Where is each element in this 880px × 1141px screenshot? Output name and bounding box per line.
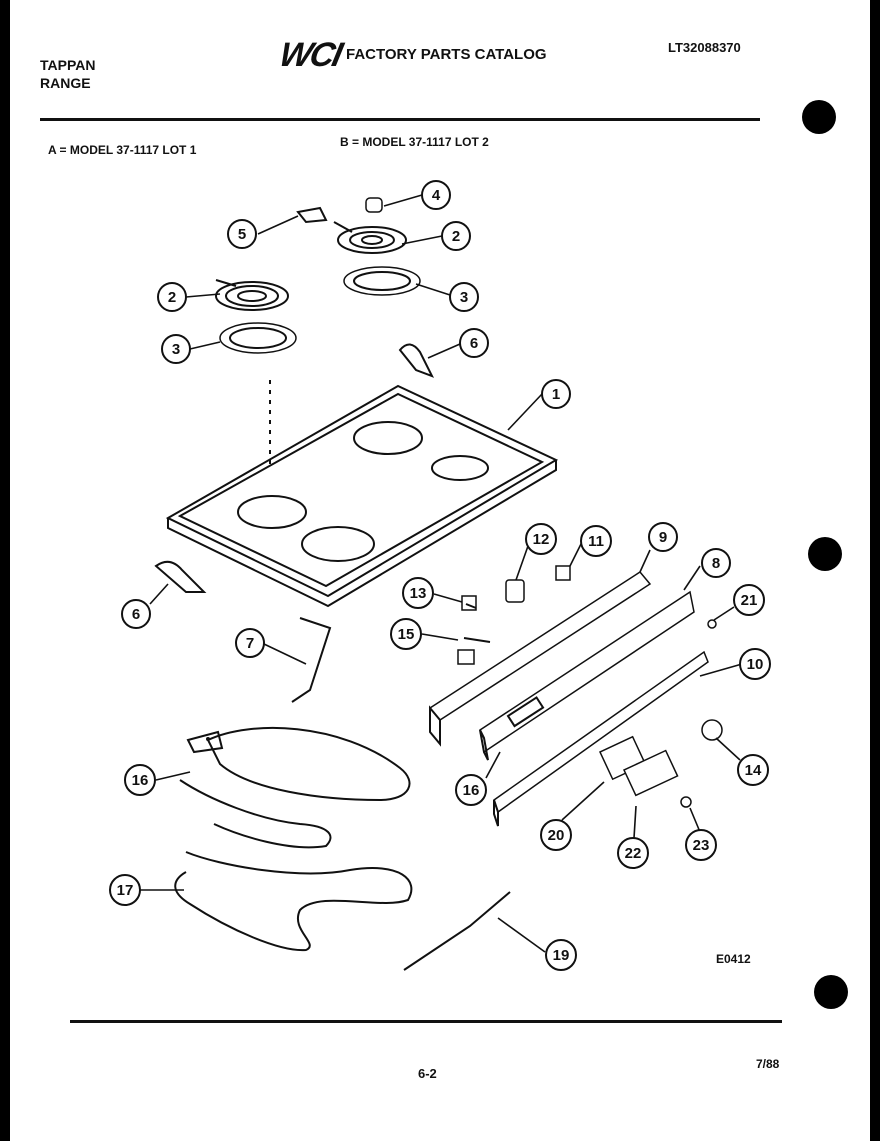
callout-20: 20	[540, 819, 572, 851]
callout-label: 3	[172, 341, 180, 358]
callout-2: 2	[441, 221, 471, 251]
callout-13: 13	[402, 577, 434, 609]
callout-6: 6	[459, 328, 489, 358]
callout-3: 3	[449, 282, 479, 312]
callout-label: 16	[463, 782, 480, 799]
callout-label: 5	[238, 226, 246, 243]
binder-hole-bottom	[814, 975, 848, 1009]
callout-23: 23	[685, 829, 717, 861]
binder-hole-middle	[808, 537, 842, 571]
brand-block: TAPPAN RANGE	[40, 56, 95, 92]
callout-label: 8	[712, 555, 720, 572]
callout-19: 19	[545, 939, 577, 971]
callout-11: 11	[580, 525, 612, 557]
callout-label: 16	[132, 772, 149, 789]
callout-label: 23	[693, 837, 710, 854]
callout-label: 10	[747, 656, 764, 673]
callout-18: 18	[206, 737, 210, 741]
diagram-code: E0412	[716, 952, 751, 966]
callout-label: 11	[588, 533, 604, 550]
callout-9: 9	[648, 522, 678, 552]
callout-label: 6	[470, 335, 478, 352]
callout-22: 22	[617, 837, 649, 869]
callout-label: 19	[553, 947, 570, 964]
callout-17: 17	[109, 874, 141, 906]
callout-label: 21	[741, 592, 758, 609]
callout-label: 1	[552, 386, 560, 403]
callout-4: 4	[421, 180, 451, 210]
leader-lines	[140, 194, 743, 953]
callout-12: 12	[525, 523, 557, 555]
callout-label: 14	[745, 762, 762, 779]
callout-label: 2	[452, 228, 460, 245]
callout-label: 6	[132, 606, 140, 623]
callout-21: 21	[733, 584, 765, 616]
callout-label: 15	[398, 626, 415, 643]
callout-5: 5	[227, 219, 257, 249]
callout-label: 17	[117, 882, 134, 899]
page-number: 6-2	[418, 1066, 437, 1081]
callout-label: 12	[533, 531, 550, 548]
callout-label: 18	[207, 738, 209, 740]
header-rule	[40, 118, 760, 121]
callout-6: 6	[121, 599, 151, 629]
product-type: RANGE	[40, 75, 91, 91]
model-a-label: A = MODEL 37-1117 LOT 1	[48, 143, 197, 157]
document-number: LT32088370	[668, 40, 741, 55]
callout-label: 22	[625, 845, 642, 862]
model-b-label: B = MODEL 37-1117 LOT 2	[340, 135, 489, 149]
callout-label: 3	[460, 289, 468, 306]
cooktop-part	[165, 380, 559, 608]
callout-16: 16	[124, 764, 156, 796]
callout-label: 2	[168, 289, 176, 306]
control-panel-parts	[428, 565, 723, 827]
callout-7: 7	[235, 628, 265, 658]
callout-label: 7	[246, 635, 254, 652]
revision-date: 7/88	[756, 1057, 780, 1071]
callout-8: 8	[701, 548, 731, 578]
callout-10: 10	[739, 648, 771, 680]
oven-elements	[174, 617, 511, 971]
callout-label: 4	[432, 187, 441, 204]
surface-elements	[154, 197, 435, 593]
callout-3: 3	[161, 334, 191, 364]
callout-14: 14	[737, 754, 769, 786]
footer-rule	[70, 1020, 782, 1023]
catalog-title: FACTORY PARTS CATALOG	[346, 46, 547, 63]
binder-hole-top	[802, 100, 836, 134]
callout-label: 9	[659, 529, 667, 546]
callout-label: 20	[548, 827, 565, 844]
callout-16: 16	[455, 774, 487, 806]
callout-label: 13	[410, 585, 427, 602]
callout-15: 15	[390, 618, 422, 650]
callout-1: 1	[541, 379, 571, 409]
callout-2: 2	[157, 282, 187, 312]
brand-name: TAPPAN	[40, 57, 96, 73]
